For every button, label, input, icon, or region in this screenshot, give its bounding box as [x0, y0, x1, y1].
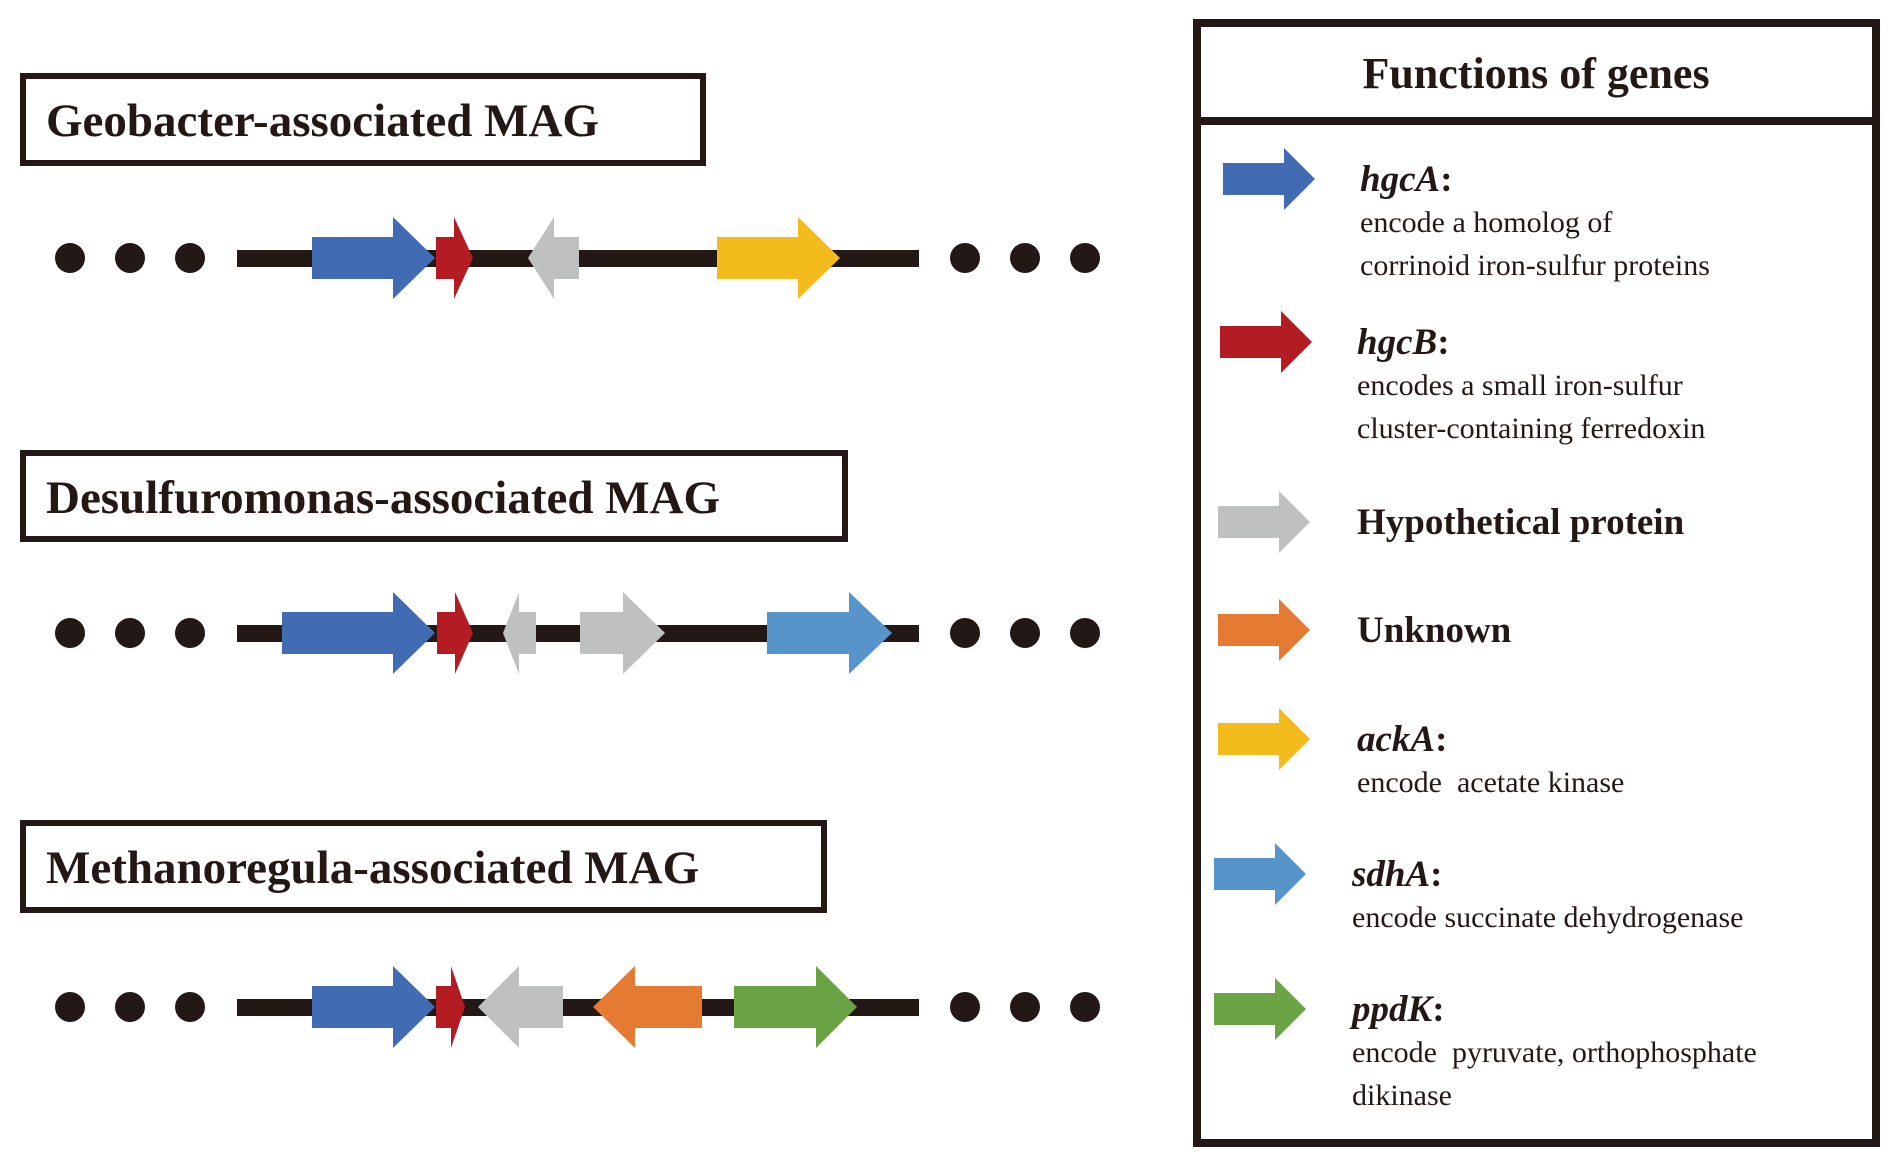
ellipsis-dot: [950, 243, 980, 273]
mag-title-box: [20, 73, 706, 166]
mag-geobacter: Geobacter-associated MAG: [20, 73, 1100, 299]
mag-desulfuromonas: Desulfuromonas-associated MAG: [20, 450, 1100, 674]
gene-arrow-hgcB: [437, 592, 473, 674]
legend-gene-description: encodes a small iron-sulfur: [1357, 369, 1683, 402]
ellipsis-dot: [175, 618, 205, 648]
legend-title: Functions of genes: [1362, 49, 1709, 98]
legend-item-ppdK: ppdK: encode pyruvate, orthophosphate diki…: [1214, 978, 1757, 1112]
gene-arrow-sdhA: [767, 592, 892, 674]
legend-item-ackA: ackA: encode acetate kinase: [1218, 708, 1624, 799]
ellipsis-dot: [1010, 618, 1040, 648]
legend-gene-description: cluster-containing ferredoxin: [1357, 412, 1705, 445]
legend-arrow-ppdK-icon: [1214, 978, 1306, 1040]
ellipsis-dot: [1070, 992, 1100, 1022]
legend-item-unknown: Unknown: [1218, 599, 1512, 661]
ellipsis-dot: [115, 243, 145, 273]
legend-gene-description: dikinase: [1352, 1079, 1452, 1112]
legend-gene-description: encode acetate kinase: [1357, 766, 1624, 799]
ellipsis-dot: [175, 992, 205, 1022]
gene-arrow-unknown: [593, 966, 702, 1048]
legend-arrow-hgcB-icon: [1220, 311, 1312, 373]
legend-gene-name: ppdK:: [1349, 989, 1445, 1030]
mag-title: Methanoregula-associated MAG: [46, 842, 699, 894]
ellipsis-dot: [55, 618, 85, 648]
gene-arrow-hypothetical: [580, 592, 665, 674]
ellipsis-dot: [175, 243, 205, 273]
legend-gene-name: hgcA:: [1360, 159, 1453, 200]
mag-title: Geobacter-associated MAG: [46, 95, 599, 147]
legend-item-sdhA: sdhA: encode succinate dehydrogenase: [1214, 843, 1743, 934]
legend-gene-name: Hypothetical protein: [1357, 502, 1685, 543]
legend-items: hgcA: encode a homolog of corrinoid iron-s…: [1214, 148, 1757, 1112]
gene-track: [55, 966, 1100, 1048]
gene-arrow-hypothetical: [478, 966, 563, 1048]
legend-arrow-unknown-icon: [1218, 599, 1310, 661]
gene-arrow-hypothetical: [528, 217, 579, 299]
mag-title-box: [20, 820, 827, 913]
gene-track: [55, 217, 1100, 299]
mag-title: Desulfuromonas-associated MAG: [46, 472, 720, 524]
gene-arrow-hgcA: [312, 217, 435, 299]
legend-arrow-hypothetical-icon: [1218, 491, 1310, 553]
legend-gene-description: encode pyruvate, orthophosphate: [1352, 1036, 1757, 1069]
legend-arrow-ackA-icon: [1218, 708, 1310, 770]
gene-arrow-hypothetical: [503, 592, 536, 674]
legend-gene-description: corrinoid iron-sulfur proteins: [1360, 249, 1710, 282]
ellipsis-dot: [55, 243, 85, 273]
gene-arrow-hgcB: [436, 217, 473, 299]
ellipsis-dot: [1070, 243, 1100, 273]
mag-methanoregula: Methanoregula-associated MAG: [20, 820, 1100, 1048]
legend-gene-description: encode a homolog of: [1360, 206, 1612, 239]
ellipsis-dot: [115, 992, 145, 1022]
legend-gene-name: sdhA:: [1351, 854, 1442, 895]
mag-title-box: [20, 450, 848, 542]
ellipsis-dot: [950, 992, 980, 1022]
legend-arrow-sdhA-icon: [1214, 843, 1306, 905]
gene-arrow-ackA: [717, 217, 840, 299]
legend-box: [1193, 19, 1880, 1147]
legend-arrow-hgcA-icon: [1223, 148, 1315, 210]
ellipsis-dot: [1010, 992, 1040, 1022]
ellipsis-dot: [55, 992, 85, 1022]
legend-gene-name: hgcB:: [1357, 322, 1450, 363]
ellipsis-dot: [950, 618, 980, 648]
ellipsis-dot: [1070, 618, 1100, 648]
legend-item-hypothetical: Hypothetical protein: [1218, 491, 1685, 553]
legend: Functions of genes hgcA: encode a homolog…: [1193, 19, 1880, 1147]
legend-gene-name: ackA:: [1357, 719, 1447, 760]
gene-arrow-hgcB: [436, 966, 465, 1048]
legend-gene-description: encode succinate dehydrogenase: [1352, 901, 1743, 934]
ellipsis-dot: [1010, 243, 1040, 273]
gene-track: [55, 592, 1100, 674]
ellipsis-dot: [115, 618, 145, 648]
gene-arrow-hgcA: [312, 966, 435, 1048]
legend-item-hgcA: hgcA: encode a homolog of corrinoid iron-s…: [1223, 148, 1710, 282]
legend-item-hgcB: hgcB: encodes a small iron-sulfur cluster-…: [1220, 311, 1705, 445]
gene-arrow-ppdK: [734, 966, 857, 1048]
legend-gene-name: Unknown: [1357, 610, 1512, 651]
gene-arrow-hgcA: [282, 592, 435, 674]
